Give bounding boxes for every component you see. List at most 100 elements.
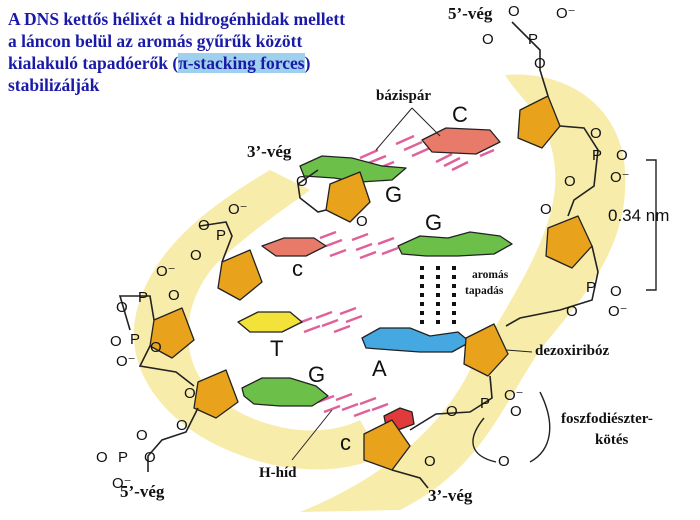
base-letter-c-bottom: c xyxy=(340,430,351,455)
svg-text:P: P xyxy=(586,279,596,296)
svg-text:O: O xyxy=(510,403,522,420)
hbond-cg-mid xyxy=(319,230,399,260)
label-distance: 0.34 nm xyxy=(608,206,670,225)
sugar-right-3 xyxy=(463,323,509,377)
phosphodiester-bracket xyxy=(472,391,551,463)
svg-text:O: O xyxy=(184,385,196,402)
base-letter-c-mid: c xyxy=(292,256,303,281)
sugar-left-4 xyxy=(193,369,239,419)
label-stacking-1: aromás xyxy=(472,269,509,281)
svg-text:P: P xyxy=(216,227,226,244)
svg-text:O⁻: O⁻ xyxy=(608,303,628,320)
guanine-ring-top xyxy=(299,155,407,183)
caption-line-3-post: ) xyxy=(304,53,311,73)
svg-text:O⁻: O⁻ xyxy=(556,5,576,22)
backbone-band-left xyxy=(133,170,380,470)
thymine-ring xyxy=(237,311,303,333)
caption-text: A DNS kettős hélixét a hidrogénhidak mel… xyxy=(8,8,398,96)
pointer-lines xyxy=(291,107,533,461)
svg-text:O: O xyxy=(540,201,552,218)
backbone-right xyxy=(391,21,599,489)
h-bond-pointer xyxy=(291,409,333,461)
caption-highlight: π-stacking forces xyxy=(178,53,305,73)
backbone-band-right xyxy=(300,74,626,512)
stacking-markers xyxy=(420,266,456,324)
svg-text:O⁻: O⁻ xyxy=(112,475,132,492)
label-phosphodiester-1: foszfodiészter- xyxy=(561,411,653,427)
svg-text:O: O xyxy=(190,247,202,264)
sugar-right-4 xyxy=(363,419,411,471)
label-stacking-2: tapadás xyxy=(465,285,504,297)
caption-line-2: a láncon belül az aromás gyűrűk között xyxy=(8,31,303,51)
label-h-bond: H-híd xyxy=(259,465,297,481)
guanine-ring-bottom xyxy=(241,377,329,407)
base-letter-g-top: G xyxy=(385,182,403,207)
svg-text:O: O xyxy=(198,217,210,234)
svg-text:O: O xyxy=(356,213,368,230)
bases xyxy=(237,127,513,431)
svg-text:O: O xyxy=(96,449,108,466)
base-letter-g-mid: G xyxy=(425,210,443,235)
svg-text:P: P xyxy=(528,31,538,48)
svg-text:O: O xyxy=(616,147,628,164)
deoxyribose-pointer xyxy=(505,349,533,353)
base-letter-a: A xyxy=(372,356,387,381)
guanine-ring-mid xyxy=(397,231,513,257)
sugar-left-1 xyxy=(325,171,371,223)
svg-text:O: O xyxy=(150,339,162,356)
adenine-ring xyxy=(361,327,471,353)
svg-text:O: O xyxy=(498,453,510,470)
svg-text:P: P xyxy=(130,331,140,348)
svg-text:O⁻: O⁻ xyxy=(156,263,176,280)
svg-text:O: O xyxy=(564,173,576,190)
sugar-right-2 xyxy=(545,215,593,269)
caption-line-4: stabilizálják xyxy=(8,75,100,95)
cytosine-ring-top xyxy=(421,127,501,155)
svg-text:O: O xyxy=(482,31,494,48)
caption-line-3: kialakuló tapadóerők (π-stacking forces) xyxy=(8,52,398,74)
svg-text:O⁻: O⁻ xyxy=(610,169,630,186)
svg-text:O: O xyxy=(508,3,520,20)
caption-line-3-pre: kialakuló tapadóerők ( xyxy=(8,53,179,73)
svg-text:O: O xyxy=(610,283,622,300)
backbone-left xyxy=(118,169,327,472)
label-3-end-bottom: 3’-vég xyxy=(428,486,473,505)
svg-text:O: O xyxy=(534,55,546,72)
svg-text:P: P xyxy=(138,289,148,306)
svg-text:O: O xyxy=(176,417,188,434)
label-3-end-left: 3’-vég xyxy=(247,142,292,161)
label-base-pair: bázispár xyxy=(376,88,432,104)
sugar-right-1 xyxy=(517,95,561,149)
label-phosphodiester-2: kötés xyxy=(595,432,629,448)
svg-text:O⁻: O⁻ xyxy=(504,387,524,404)
hbond-ta xyxy=(295,306,363,334)
svg-text:O: O xyxy=(116,299,128,316)
svg-text:O: O xyxy=(110,333,122,350)
sugars xyxy=(149,95,593,471)
svg-text:O: O xyxy=(446,403,458,420)
svg-text:O: O xyxy=(144,449,156,466)
svg-text:O⁻: O⁻ xyxy=(116,353,136,370)
svg-text:P: P xyxy=(118,449,128,466)
distance-bracket xyxy=(646,159,657,291)
sugar-left-3 xyxy=(149,307,195,359)
sugar-left-2 xyxy=(217,249,263,301)
hbond-gc-bottom xyxy=(317,392,389,418)
base-pair-pointer xyxy=(375,107,441,151)
svg-text:O: O xyxy=(566,303,578,320)
caption-line-1: A DNS kettős hélixét a hidrogénhidak mel… xyxy=(8,9,346,29)
svg-text:P: P xyxy=(592,147,602,164)
svg-text:O: O xyxy=(424,453,436,470)
svg-text:O: O xyxy=(296,173,308,190)
base-letter-c-top: C xyxy=(452,102,468,127)
cytosine-ring-mid xyxy=(261,237,327,257)
svg-text:O⁻: O⁻ xyxy=(228,201,248,218)
base-letter-t: T xyxy=(270,336,284,361)
svg-text:O: O xyxy=(136,427,148,444)
label-5-end-bottom: 5’-vég xyxy=(120,482,165,501)
svg-text:O: O xyxy=(590,125,602,142)
label-deoxyribose: dezoxiribóz xyxy=(535,343,610,359)
